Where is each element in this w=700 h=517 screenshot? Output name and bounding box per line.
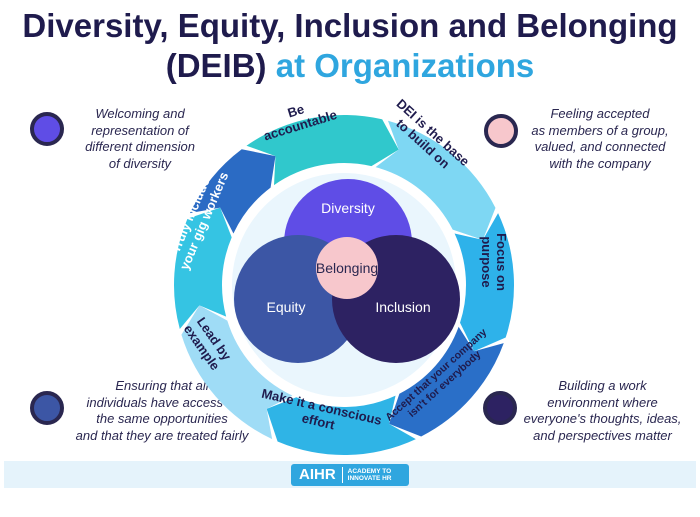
ring-segment [454, 213, 514, 352]
belonging-dot-icon [484, 114, 518, 148]
subtitle-accent: at Organizations [275, 47, 535, 84]
page-title: Diversity, Equity, Inclusion and Belongi… [22, 7, 678, 44]
ring-segment [181, 305, 293, 440]
ring-label: Focus onpurpose [479, 233, 509, 291]
ring-segment [389, 326, 504, 437]
page-subtitle: (DEIB) at Organizations [0, 46, 700, 86]
diversity-dot-icon [30, 112, 64, 146]
venn-belonging-circle [316, 237, 378, 299]
equity-dot-icon [30, 391, 64, 425]
aihr-logo: AIHR ACADEMY TO INNOVATE HR [291, 464, 409, 486]
ring-segments [174, 115, 514, 455]
ring-segment [189, 149, 276, 234]
venn-label-diversity: Diversity [321, 200, 375, 216]
venn-label-equity: Equity [267, 299, 306, 315]
ring-segment [266, 395, 416, 455]
logo-tagline: ACADEMY TO INNOVATE HR [347, 468, 392, 482]
logo-text: AIHR [291, 467, 343, 483]
venn-label-inclusion: Inclusion [375, 299, 430, 315]
subtitle-prefix: (DEIB) [165, 47, 267, 84]
ring-segment [375, 120, 496, 240]
inclusion-dot-icon [483, 391, 517, 425]
ring-segment [174, 207, 232, 329]
venn-label-belonging: Belonging [316, 260, 378, 276]
ring-segment [246, 115, 399, 186]
